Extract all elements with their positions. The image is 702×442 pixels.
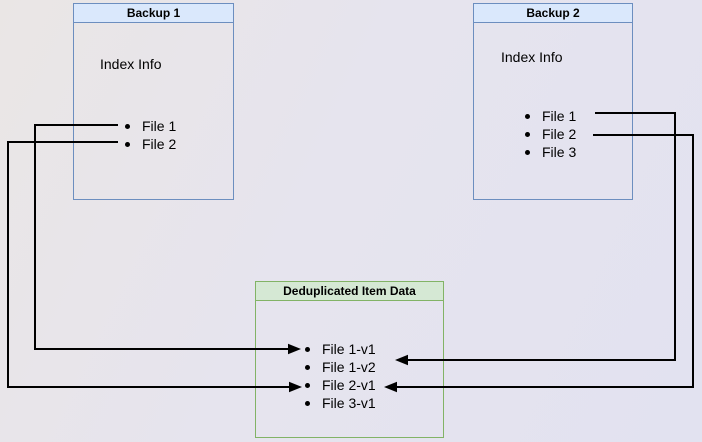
dedup-file-item: File 3-v1 — [305, 394, 376, 412]
dedup-box: Deduplicated Item Data File 1-v1 File 1-… — [255, 281, 444, 438]
bullet-icon — [125, 141, 130, 147]
dedup-file-item-label: File 1-v2 — [322, 359, 376, 375]
dedup-file-item-label: File 1-v1 — [322, 341, 376, 357]
bullet-icon — [305, 346, 310, 352]
backup2-file-item-label: File 2 — [542, 126, 577, 142]
backup2-title: Backup 2 — [474, 4, 632, 23]
backup1-file-list: File 1 File 2 — [125, 117, 176, 153]
dedup-file-item: File 1-v2 — [305, 358, 376, 376]
bullet-icon — [525, 113, 530, 119]
backup2-file-item-label: File 3 — [542, 144, 577, 160]
dedup-file-item-label: File 3-v1 — [322, 395, 376, 411]
bullet-icon — [525, 149, 530, 155]
backup2-file-list: File 1 File 2 File 3 — [525, 107, 576, 161]
backup2-box: Backup 2 Index Info File 1 File 2 File 3 — [473, 3, 633, 200]
bullet-icon — [525, 131, 530, 137]
bullet-icon — [305, 382, 310, 388]
backup1-index-info-label: Index Info — [100, 56, 162, 72]
backup2-file-item-label: File 1 — [542, 108, 577, 124]
backup1-file-item-label: File 1 — [142, 118, 177, 134]
backup2-file-item: File 1 — [525, 107, 576, 125]
backup2-file-item: File 3 — [525, 143, 576, 161]
bullet-icon — [305, 364, 310, 370]
dedup-file-item-label: File 2-v1 — [322, 377, 376, 393]
backup1-file-item-label: File 2 — [142, 136, 177, 152]
backup1-box: Backup 1 Index Info File 1 File 2 — [73, 3, 234, 200]
backup1-file-item: File 2 — [125, 135, 176, 153]
bullet-icon — [125, 123, 130, 129]
backup2-index-info-label: Index Info — [501, 49, 563, 65]
dedup-file-item: File 1-v1 — [305, 340, 376, 358]
backup2-file-item: File 2 — [525, 125, 576, 143]
backup1-file-item: File 1 — [125, 117, 176, 135]
dedup-file-list: File 1-v1 File 1-v2 File 2-v1 File 3-v1 — [305, 340, 376, 412]
dedup-file-item: File 2-v1 — [305, 376, 376, 394]
bullet-icon — [305, 400, 310, 406]
dedup-title: Deduplicated Item Data — [256, 282, 443, 301]
backup1-title: Backup 1 — [74, 4, 233, 23]
